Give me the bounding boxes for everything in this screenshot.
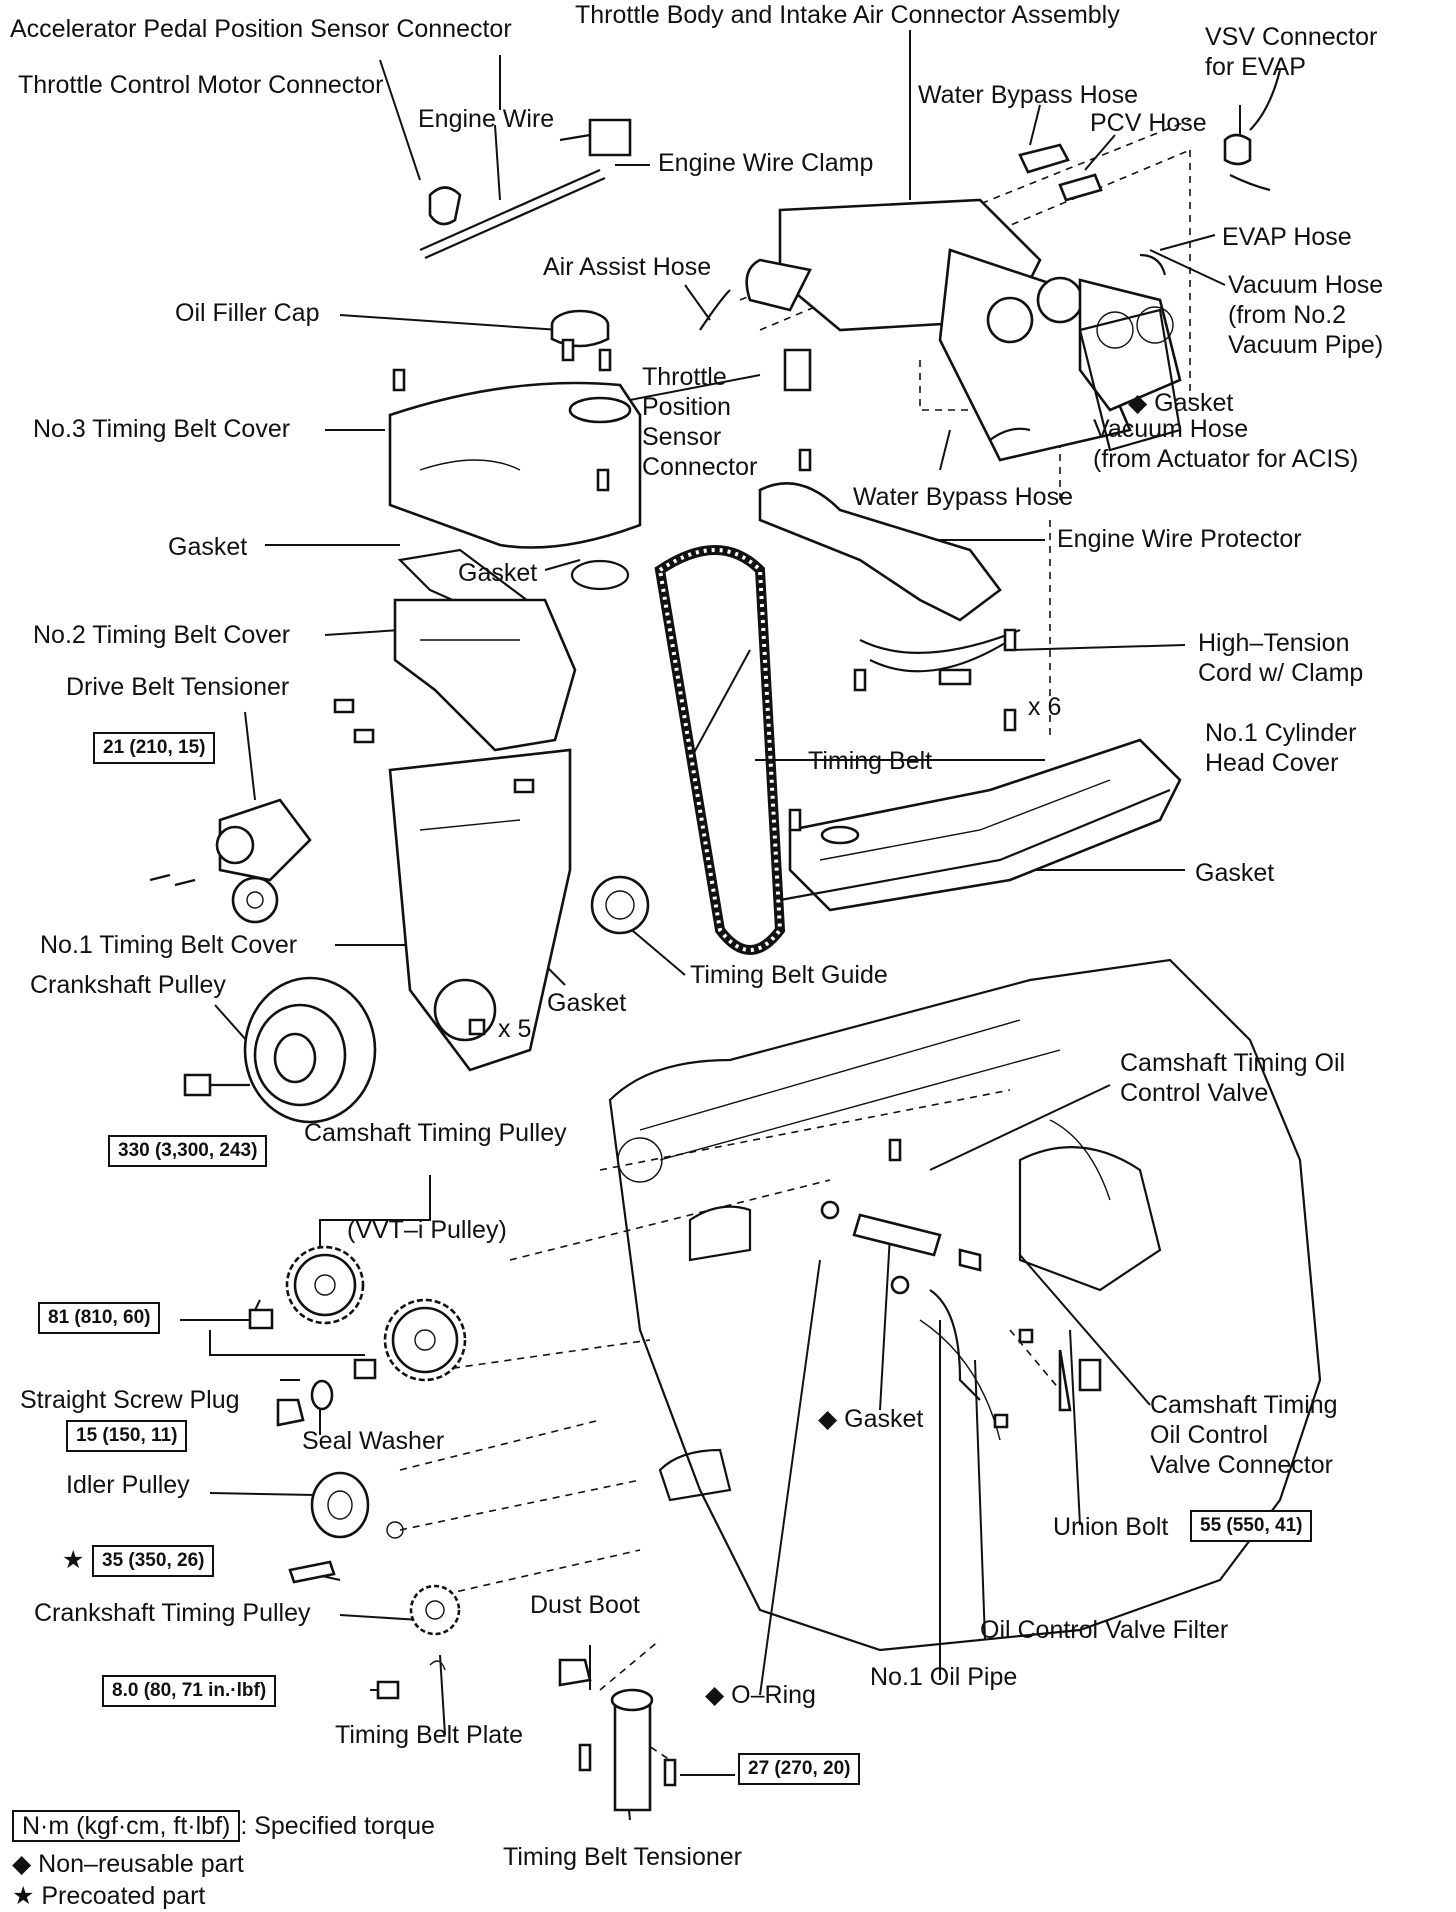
label-oil-filler-cap: Oil Filler Cap [175,299,320,327]
label-crankshaft-pulley: Crankshaft Pulley [30,971,226,999]
drive-belt-tensioner [149,798,312,924]
label-x6: x 6 [1028,693,1062,721]
timing-belt [654,545,786,955]
label-seal-washer: Seal Washer [302,1427,445,1455]
label-air-assist-hose: Air Assist Hose [543,253,712,281]
label-high-tension-cord: High–Tension Cord w/ Clamp [1198,629,1364,687]
straight-screw-plug [276,1379,334,1427]
bolts [333,338,1017,1162]
legend-non-reusable: ◆ Non–reusable part [12,1850,244,1878]
crankshaft-timing-pulley [376,1584,461,1700]
label-no2-timing-belt-cover: No.2 Timing Belt Cover [33,621,291,649]
engine-block [608,958,1322,1652]
label-engine-wire-clamp: Engine Wire Clamp [658,149,874,177]
label-no3-timing-belt-cover: No.3 Timing Belt Cover [33,415,291,443]
star-precoated-marker: ★ [62,1546,85,1574]
timing-belt-guide [590,875,650,935]
crankshaft-pulley [183,976,377,1124]
legend-torque: N·m (kgf·cm, ft·lbf): Specified torque [12,1810,435,1842]
torque-27: 27 (270, 20) [738,1753,861,1785]
label-throttle-control-motor-connector: Throttle Control Motor Connector [18,71,384,99]
label-pcv-hose: PCV Hose [1090,109,1207,137]
label-water-bypass-hose-bottom: Water Bypass Hose [853,483,1073,511]
throttle-body-assembly [699,69,1282,462]
label-engine-wire: Engine Wire [418,105,555,133]
no2-timing-belt-cover [393,598,577,752]
label-camshaft-timing-oil-control-valve: Camshaft Timing Oil Control Valve [1120,1049,1346,1107]
timing-belt-tensioner [558,1658,677,1812]
label-camshaft-timing-pulley: Camshaft Timing Pulley [304,1119,567,1147]
label-gasket-head: Gasket [1195,859,1275,887]
torque-21: 21 (210, 15) [93,732,216,764]
torque-8: 8.0 (80, 71 in.·lbf) [102,1675,277,1707]
label-accelerator-pedal-sensor-connector: Accelerator Pedal Position Sensor Connec… [10,15,512,43]
label-gasket-intake: ◆ Gasket [1128,389,1234,417]
torque-55: 55 (550, 41) [1190,1510,1313,1542]
engine-wire [419,118,632,260]
label-gasket-no1-cover: Gasket [547,989,627,1017]
label-engine-wire-protector: Engine Wire Protector [1057,525,1302,553]
torque-81: 81 (810, 60) [38,1302,161,1334]
torque-330: 330 (3,300, 243) [108,1135,268,1167]
label-timing-belt: Timing Belt [808,747,933,775]
label-gasket-left: Gasket [168,533,248,561]
label-vacuum-hose-no2: Vacuum Hose (from No.2 Vacuum Pipe) [1228,271,1384,359]
no1-cylinder-head-cover [779,738,1182,912]
label-gasket-bottom: ◆ Gasket [818,1405,924,1433]
label-drive-belt-tensioner: Drive Belt Tensioner [66,673,290,701]
label-dust-boot: Dust Boot [530,1591,640,1619]
label-straight-screw-plug: Straight Screw Plug [20,1386,240,1414]
no3-timing-belt-cover [388,381,642,549]
legend-precoated: ★ Precoated part [12,1882,206,1910]
label-union-bolt: Union Bolt [1053,1513,1169,1541]
label-timing-belt-tensioner: Timing Belt Tensioner [503,1843,743,1871]
idler-pulley [288,1471,404,1584]
label-no1-cylinder-head-cover: No.1 Cylinder Head Cover [1205,719,1357,777]
label-crankshaft-timing-pulley: Crankshaft Timing Pulley [34,1599,311,1627]
label-ocv-connector: Camshaft Timing Oil Control Valve Connec… [1150,1391,1338,1479]
label-evap-hose: EVAP Hose [1222,223,1352,251]
label-idler-pulley: Idler Pulley [66,1471,190,1499]
torque-15: 15 (150, 11) [66,1420,188,1452]
label-no1-oil-pipe: No.1 Oil Pipe [870,1663,1018,1691]
label-vacuum-hose-acis: Vacuum Hose (from Actuator for ACIS) [1093,415,1359,473]
legend-unit-text: : Specified torque [240,1812,435,1840]
label-no1-timing-belt-cover: No.1 Timing Belt Cover [40,931,298,959]
label-water-bypass-hose-top: Water Bypass Hose [918,81,1138,109]
legend-unit-box: N·m (kgf·cm, ft·lbf) [12,1810,241,1842]
engine-wire-protector [758,482,1021,686]
label-x5: x 5 [498,1015,532,1043]
label-oil-control-valve-filter: Oil Control Valve Filter [980,1616,1229,1644]
label-gasket-ring: Gasket [458,559,538,587]
label-vvti-pulley: (VVT–i Pulley) [347,1216,507,1244]
label-throttle-position-sensor-connector: Throttle Position Sensor Connector [642,363,758,481]
oil-filler-cap [550,309,610,348]
label-vsv-connector: VSV Connector for EVAP [1205,23,1378,81]
label-timing-belt-guide: Timing Belt Guide [690,961,888,989]
camshaft-timing-pulleys [248,1245,467,1382]
label-throttle-body-assembly: Throttle Body and Intake Air Connector A… [575,1,1120,29]
label-o-ring: ◆ O–Ring [705,1681,816,1709]
torque-35: 35 (350, 26) [92,1545,215,1577]
label-timing-belt-plate: Timing Belt Plate [335,1721,524,1749]
oil-control-valve [820,1200,1102,1429]
